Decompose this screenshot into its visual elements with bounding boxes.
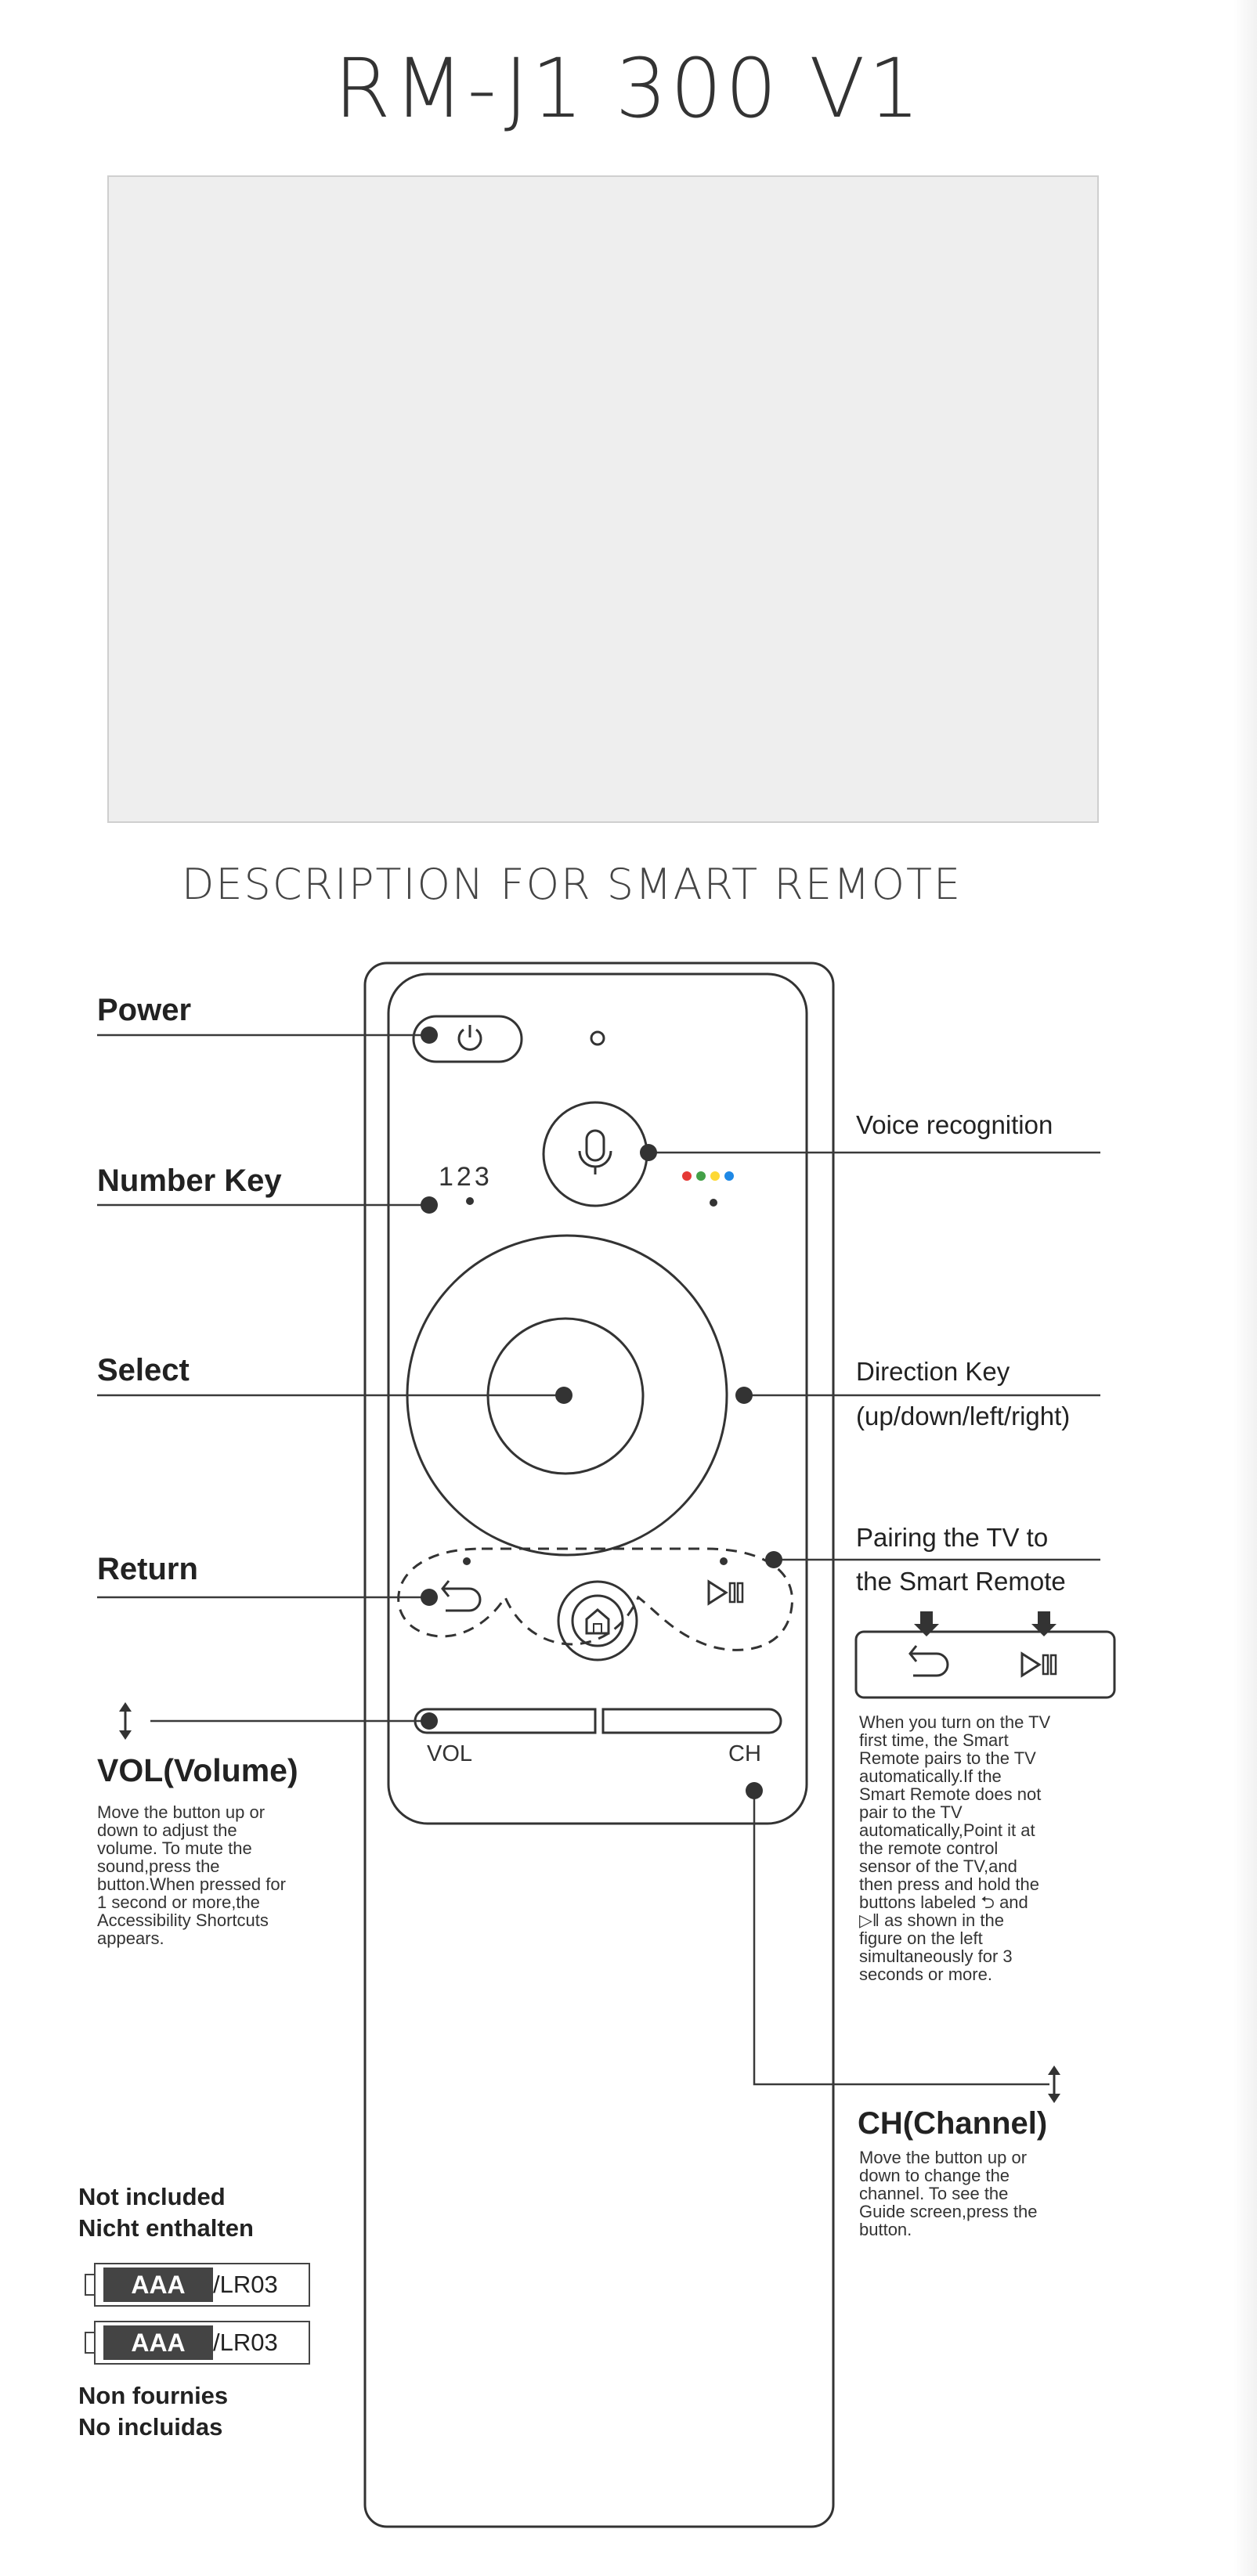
number-key-text: 123 bbox=[439, 1162, 493, 1192]
remote-face-inner bbox=[387, 972, 808, 1825]
battery-aaa-1: AAA /LR03 bbox=[85, 2263, 310, 2307]
callout-lines bbox=[97, 1034, 1100, 2086]
mic-icon bbox=[578, 1129, 612, 1174]
vol-text: VOL bbox=[427, 1741, 473, 1766]
battery-type: AAA bbox=[103, 2325, 213, 2360]
vol-ch-rocker bbox=[414, 1708, 782, 1734]
page-title: RM-J1 300 V1 bbox=[334, 41, 923, 136]
home-button-shape bbox=[557, 1580, 638, 1661]
section-heading: DESCRIPTION FOR SMART REMOTE bbox=[181, 860, 963, 909]
down-arrow-icon bbox=[914, 1611, 939, 1636]
dashed-loop bbox=[397, 1547, 793, 1651]
direction-label-1: Direction Key bbox=[856, 1357, 1010, 1386]
not-included-text-2: Non fournies No incluidas bbox=[78, 2382, 229, 2441]
number-key-label: Number Key bbox=[97, 1164, 282, 1198]
vol-label: VOL(Volume) bbox=[97, 1752, 298, 1788]
mic-button-shape bbox=[542, 1101, 648, 1207]
updown-arrow-icon bbox=[1048, 2065, 1060, 2103]
down-arrow-icon bbox=[1031, 1611, 1057, 1636]
led-indicator bbox=[590, 1030, 605, 1046]
return-label: Return bbox=[97, 1552, 198, 1586]
return-dot-top bbox=[463, 1557, 471, 1565]
product-image-placeholder bbox=[107, 175, 1099, 823]
voice-label: Voice recognition bbox=[856, 1110, 1053, 1139]
ch-text: CH bbox=[728, 1741, 761, 1766]
page-edge-shadow bbox=[1234, 0, 1257, 2576]
power-icon bbox=[457, 1025, 482, 1051]
number-key-dot bbox=[466, 1197, 474, 1205]
battery-type: AAA bbox=[103, 2268, 213, 2302]
select-label: Select bbox=[97, 1353, 190, 1387]
callout-dots bbox=[421, 1026, 782, 1799]
battery-cap bbox=[85, 2332, 94, 2354]
direction-label-2: (up/down/left/right) bbox=[856, 1402, 1071, 1431]
ch-description: Move the button up or down to change the… bbox=[859, 2148, 1038, 2239]
battery-aaa-2: AAA /LR03 bbox=[85, 2321, 310, 2365]
pairing-description: When you turn on the TV first time, the … bbox=[859, 1712, 1051, 1984]
vol-description: Move the button up or down to adjust the… bbox=[97, 1802, 286, 1948]
not-included-text: Not included Nicht enthalten bbox=[78, 2183, 254, 2242]
remote-body-outer bbox=[363, 961, 835, 2528]
battery-code: /LR03 bbox=[213, 2329, 278, 2356]
updown-arrow-icon bbox=[119, 1702, 132, 1740]
color-keys bbox=[682, 1171, 734, 1181]
home-icon bbox=[585, 1608, 610, 1635]
return-icon bbox=[441, 1580, 482, 1612]
color-key-dot bbox=[710, 1199, 717, 1207]
play-pause-icon bbox=[707, 1579, 744, 1606]
pairing-label-2: the Smart Remote bbox=[856, 1567, 1066, 1596]
pairing-figure-box bbox=[854, 1630, 1116, 1699]
battery-code: /LR03 bbox=[213, 2271, 278, 2298]
power-label: Power bbox=[97, 993, 192, 1027]
return-icon bbox=[908, 1645, 949, 1677]
pairing-label-1: Pairing the TV to bbox=[856, 1523, 1049, 1552]
ch-label: CH(Channel) bbox=[858, 2106, 1048, 2141]
power-button-shape bbox=[412, 1015, 523, 1063]
play-dot-top bbox=[720, 1557, 728, 1565]
battery-cap bbox=[85, 2274, 94, 2296]
play-pause-icon bbox=[1020, 1651, 1057, 1678]
